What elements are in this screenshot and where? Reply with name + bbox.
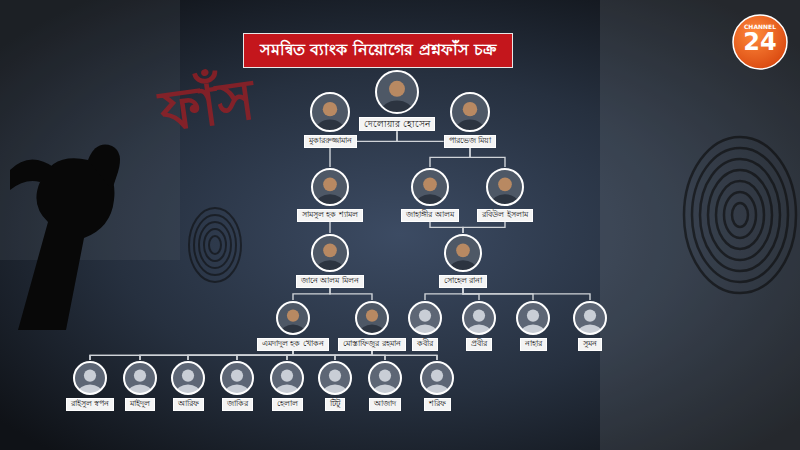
person-photo	[354, 300, 390, 336]
connector	[357, 131, 398, 141]
connector	[293, 288, 330, 300]
person-photo	[310, 167, 350, 207]
connector	[470, 148, 505, 167]
person-card: রবিউল ইসলাম	[477, 167, 533, 222]
unknown-avatar	[461, 300, 497, 336]
person-card: সোহেল রানা	[439, 233, 488, 288]
unknown-avatar	[317, 360, 353, 396]
name-tag: এমদাদুল হক খোকন	[257, 338, 329, 351]
connector	[330, 288, 372, 300]
person-card: জাহাঙ্গীর আলম	[401, 167, 459, 222]
name-tag: আজাদ	[369, 398, 401, 411]
name-tag: নাহার	[520, 338, 547, 351]
unknown-avatar	[407, 300, 443, 336]
name-tag: টিটু	[325, 398, 345, 411]
unknown-avatar	[367, 360, 403, 396]
person-card: হেলাল	[269, 360, 305, 411]
unknown-avatar	[219, 360, 255, 396]
name-tag: জাকির	[222, 398, 253, 411]
connector	[425, 288, 463, 300]
person-card: নাহার	[515, 300, 551, 351]
person-photo	[443, 233, 483, 273]
name-tag: সামসুল হক শ্যামল	[297, 209, 363, 222]
connector	[237, 351, 372, 360]
title-bar: সমন্বিত ব্যাংক নিয়োগের প্রশ্নফাঁস চক্র	[243, 33, 513, 68]
person-card: আরিফ	[170, 360, 206, 411]
name-tag: জানে আলম মিলন	[296, 275, 364, 288]
connector	[329, 148, 330, 167]
connector	[140, 351, 372, 360]
name-tag: মাইদুল	[125, 398, 155, 411]
name-tag: রাইসুল স্বপন	[66, 398, 115, 411]
person-card: প্রবীর	[461, 300, 497, 351]
unknown-avatar	[515, 300, 551, 336]
person-card: রাইসুল স্বপন	[66, 360, 115, 411]
name-tag: জাহাঙ্গীর আলম	[401, 209, 459, 222]
graffiti-text: ফাঁস	[157, 72, 258, 141]
person-photo	[310, 233, 350, 273]
name-tag: পারভেজ মিয়া	[444, 135, 497, 148]
connector	[430, 148, 470, 167]
person-card: কবীর	[407, 300, 443, 351]
connector	[188, 351, 372, 360]
connector	[463, 288, 590, 300]
unknown-avatar	[72, 360, 108, 396]
logo-number: 24	[743, 30, 776, 54]
unknown-avatar	[572, 300, 608, 336]
unknown-avatar	[269, 360, 305, 396]
unknown-avatar	[170, 360, 206, 396]
person-card: পারভেজ মিয়া	[444, 91, 497, 148]
unknown-avatar	[122, 360, 158, 396]
connector	[90, 351, 372, 360]
connector	[463, 222, 505, 233]
person-photo	[485, 167, 525, 207]
name-tag: হেলাল	[272, 398, 303, 411]
name-tag: কবীর	[412, 338, 438, 351]
connector	[430, 222, 463, 233]
name-tag: শরিফ	[424, 398, 451, 411]
name-tag: প্রবীর	[466, 338, 492, 351]
name-tag: মুকাররুজ্জামান	[304, 135, 357, 148]
person-card: এমদাদুল হক খোকন	[257, 300, 329, 351]
name-tag: দেলোয়ার হোসেন	[359, 117, 435, 131]
person-card: মুকাররুজ্জামান	[304, 91, 357, 148]
name-tag: রবিউল ইসলাম	[477, 209, 533, 222]
connector	[372, 351, 437, 360]
person-card: শরিফ	[419, 360, 455, 411]
name-tag: সোহেল রানা	[439, 275, 488, 288]
person-photo	[374, 69, 420, 115]
person-photo	[410, 167, 450, 207]
person-photo	[449, 91, 491, 133]
connector	[335, 351, 372, 360]
person-card: সুমন	[572, 300, 608, 351]
person-card: দেলোয়ার হোসেন	[359, 69, 435, 131]
person-photo	[309, 91, 351, 133]
person-card: জাকির	[219, 360, 255, 411]
name-tag: সুমন	[578, 338, 602, 351]
person-card: জানে আলম মিলন	[296, 233, 364, 288]
person-card: টিটু	[317, 360, 353, 411]
unknown-avatar	[419, 360, 455, 396]
person-photo	[275, 300, 311, 336]
name-tag: আরিফ	[173, 398, 204, 411]
person-card: মাইদুল	[122, 360, 158, 411]
connector	[287, 351, 372, 360]
connector	[397, 131, 444, 141]
connector	[329, 222, 330, 233]
person-card: মোস্তাফিজুর রহমান	[338, 300, 406, 351]
person-card: আজাদ	[367, 360, 403, 411]
name-tag: মোস্তাফিজুর রহমান	[338, 338, 406, 351]
person-card: সামসুল হক শ্যামল	[297, 167, 363, 222]
